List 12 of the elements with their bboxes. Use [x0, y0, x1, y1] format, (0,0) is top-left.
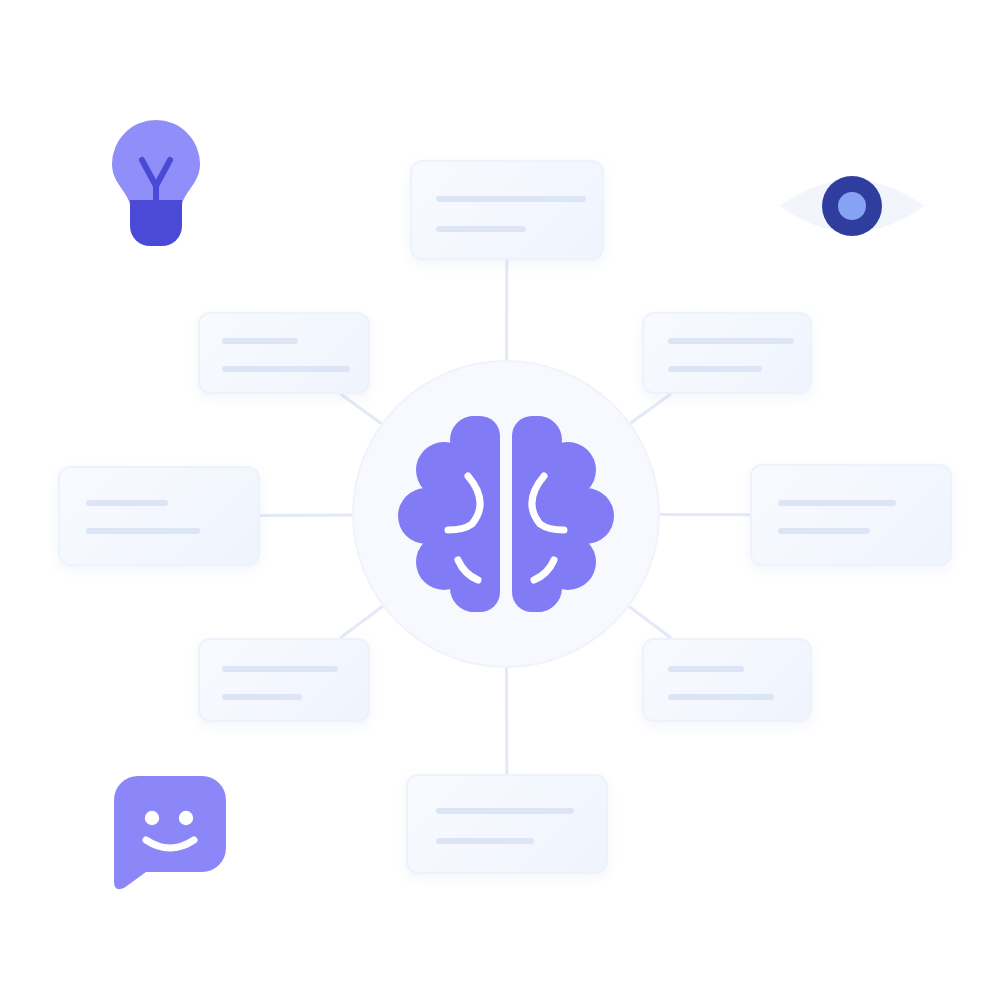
content-card: [58, 466, 260, 566]
connector-line: [628, 605, 672, 640]
content-card: [750, 464, 952, 566]
connector-line: [339, 392, 383, 425]
connector-line: [339, 605, 384, 640]
content-card: [198, 638, 370, 722]
content-card: [406, 774, 608, 874]
content-card: [642, 312, 812, 394]
content-card: [642, 638, 812, 722]
content-card: [198, 312, 370, 394]
connector-line: [629, 392, 672, 425]
content-card: [410, 160, 604, 260]
